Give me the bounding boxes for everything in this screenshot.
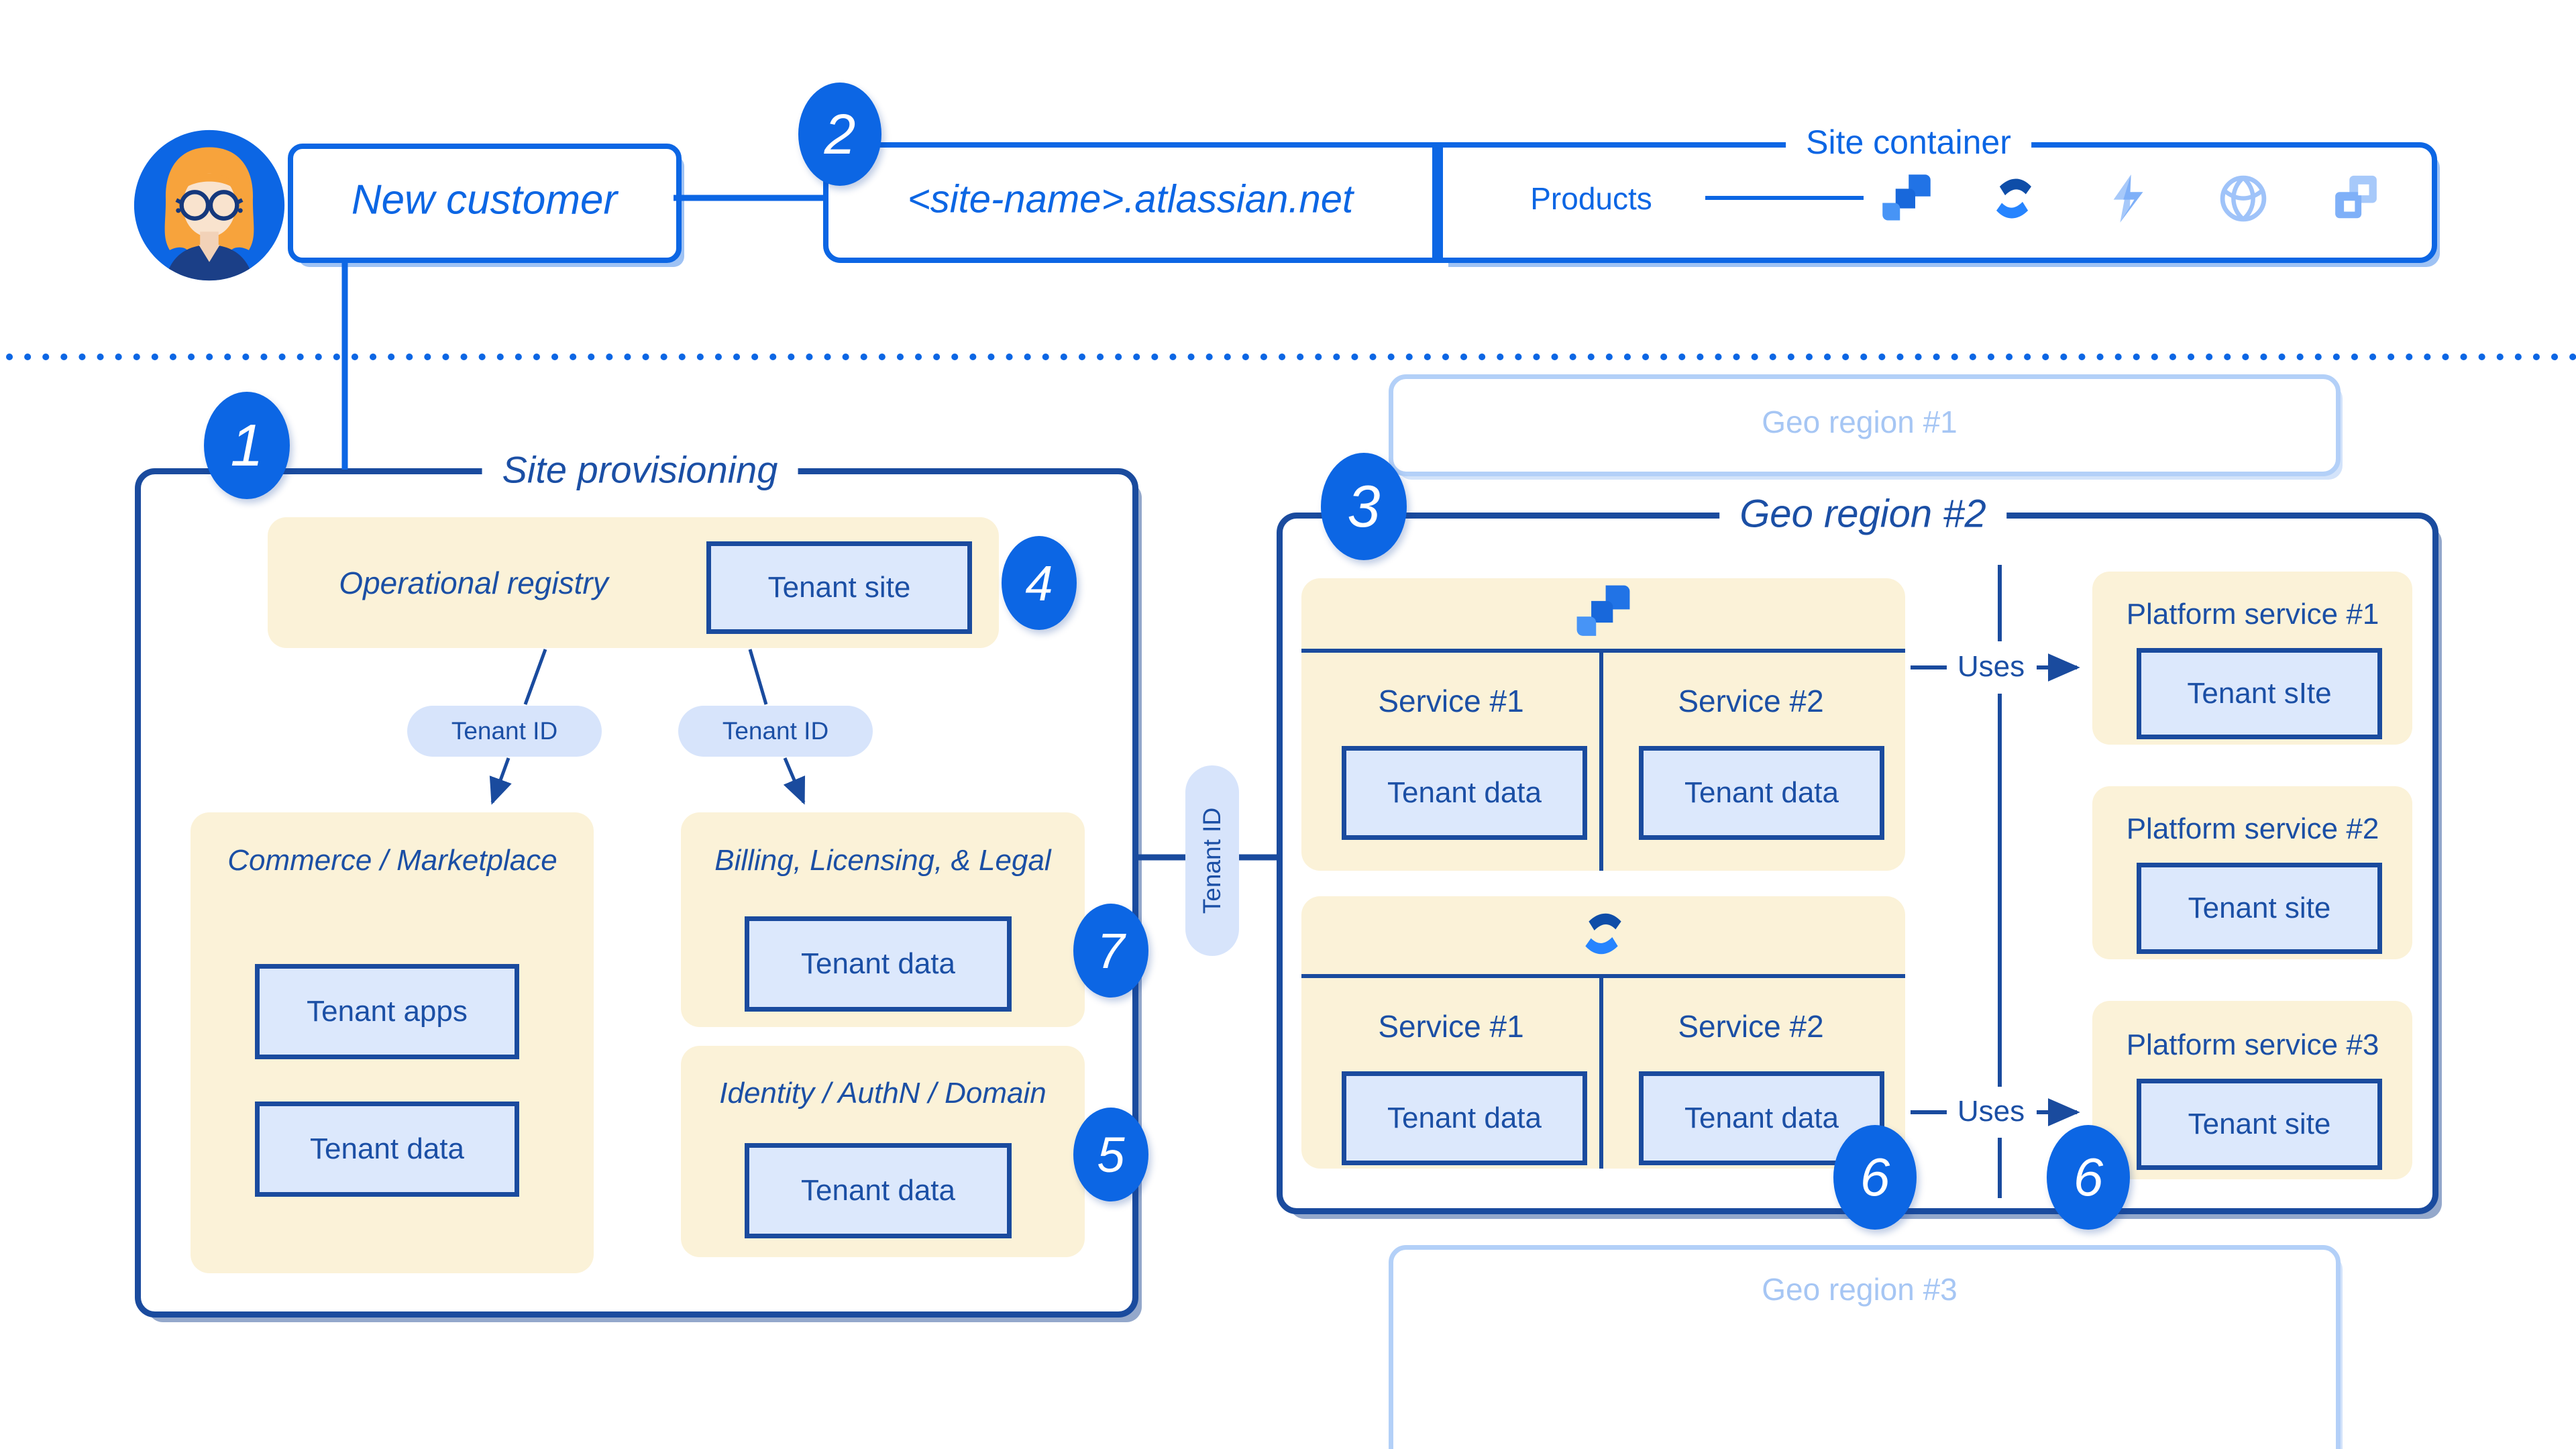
commerce-tenant-apps-label: Tenant apps [307, 995, 468, 1028]
identity-title: Identity / AuthN / Domain [719, 1077, 1046, 1110]
jira-service-1-label: Service #1 [1378, 684, 1524, 718]
jira-tenant-data-2-label: Tenant data [1684, 776, 1839, 809]
jira-tenant-data-1-label: Tenant data [1387, 776, 1542, 809]
platform-service-3-title: Platform service #3 [2126, 1028, 2379, 1061]
confluence-service-1-label: Service #1 [1378, 1009, 1524, 1044]
commerce-title: Commerce / Marketplace [227, 844, 557, 877]
connector-tenant-id-label: Tenant ID [1198, 807, 1226, 914]
platform-service-3-tenant-box: Tenant site [2137, 1079, 2382, 1170]
customer-avatar [133, 129, 285, 281]
badge-4: 4 [1002, 536, 1077, 630]
badge-5-number: 5 [1097, 1126, 1125, 1183]
confluence-icon [1585, 913, 1621, 955]
avatar-earring-right [237, 208, 243, 213]
badge-7: 7 [1073, 904, 1148, 998]
commerce-tenant-data-box: Tenant data [255, 1102, 519, 1197]
badge-2-number: 2 [824, 102, 856, 166]
squares-icon [2335, 175, 2377, 219]
globe-icon [2220, 175, 2267, 222]
billing-tenant-data-box: Tenant data [745, 916, 1012, 1012]
registry-tenant-site-label: Tenant site [767, 571, 911, 604]
identity-tenant-data-label: Tenant data [801, 1174, 955, 1207]
site-url-box [823, 142, 1438, 263]
identity-tenant-data-box: Tenant data [745, 1143, 1012, 1238]
geo-region-1-box [1389, 374, 2341, 476]
commerce-tenant-data-label: Tenant data [310, 1132, 464, 1165]
site-container-title: Site container [1786, 121, 2031, 163]
products-label: Products [1530, 181, 1652, 216]
billing-title: Billing, Licensing, & Legal [714, 844, 1051, 877]
platform-service-2-tenant-label: Tenant site [2188, 892, 2331, 924]
confluence-tenant-data-2-label: Tenant data [1684, 1102, 1839, 1134]
jira-icon [1882, 174, 1931, 221]
lightning-icon [2113, 174, 2143, 223]
connector-tenant-id-pill: Tenant ID [1185, 765, 1239, 956]
avatar-fringe [182, 173, 236, 190]
badge-4-number: 4 [1025, 555, 1053, 611]
tenant-id-pill-left-label: Tenant ID [451, 717, 558, 745]
avatar-earring-left [176, 208, 181, 213]
geo-region-1-label: Geo region #1 [1762, 405, 1957, 439]
tenant-id-pill-right-label: Tenant ID [722, 717, 829, 745]
tenant-id-pill-right: Tenant ID [678, 706, 873, 757]
site-url-label: <site-name>.atlassian.net [907, 177, 1354, 221]
platform-service-1-tenant-label: Tenant sIte [2187, 677, 2332, 710]
new-customer-box [288, 144, 682, 263]
new-customer-label: New customer [351, 176, 618, 223]
badge-6-confluence: 6 [1833, 1125, 1917, 1230]
platform-service-3-tenant-label: Tenant site [2188, 1108, 2331, 1140]
avatar-neck [200, 231, 219, 248]
confluence-tenant-data-1-box: Tenant data [1342, 1071, 1587, 1165]
billing-tenant-data-label: Tenant data [801, 947, 955, 980]
platform-service-1-tenant-box: Tenant sIte [2137, 648, 2382, 739]
badge-6-platform-number: 6 [2073, 1147, 2104, 1207]
jira-service-2-label: Service #2 [1678, 684, 1824, 718]
uses-label-jira: Uses [1949, 650, 2033, 684]
registry-tenant-site-box: Tenant site [706, 541, 972, 634]
badge-3-number: 3 [1347, 473, 1381, 539]
avatar-collar [199, 245, 220, 262]
badge-1-number: 1 [230, 412, 264, 478]
badge-5: 5 [1073, 1108, 1148, 1201]
platform-service-2-title: Platform service #2 [2126, 812, 2379, 845]
uses-label-confluence: Uses [1949, 1095, 2033, 1128]
jira-tenant-data-2-box: Tenant data [1639, 746, 1884, 840]
geo-region-3-box [1389, 1245, 2341, 1449]
platform-service-1-title: Platform service #1 [2126, 598, 2379, 631]
badge-2: 2 [798, 83, 881, 186]
badge-3: 3 [1321, 453, 1407, 560]
tenant-id-pill-left: Tenant ID [407, 706, 602, 757]
platform-service-2-tenant-box: Tenant site [2137, 863, 2382, 954]
badge-6-confluence-number: 6 [1860, 1147, 1890, 1207]
jira-tenant-data-1-box: Tenant data [1342, 746, 1587, 840]
confluence-tenant-data-1-label: Tenant data [1387, 1102, 1542, 1134]
geo-region-2-title: Geo region #2 [1719, 490, 2006, 538]
badge-6-platform: 6 [2047, 1125, 2130, 1230]
geo-region-3-label: Geo region #3 [1762, 1272, 1957, 1307]
jira-icon [1576, 585, 1630, 636]
avatar-shirt [164, 245, 254, 281]
confluence-icon [1996, 178, 2031, 219]
operational-registry-title: Operational registry [339, 566, 608, 600]
badge-1: 1 [204, 392, 290, 499]
confluence-service-2-label: Service #2 [1678, 1009, 1824, 1044]
site-provisioning-title: Site provisioning [482, 446, 798, 493]
badge-7-number: 7 [1097, 922, 1125, 979]
commerce-tenant-apps-box: Tenant apps [255, 964, 519, 1059]
